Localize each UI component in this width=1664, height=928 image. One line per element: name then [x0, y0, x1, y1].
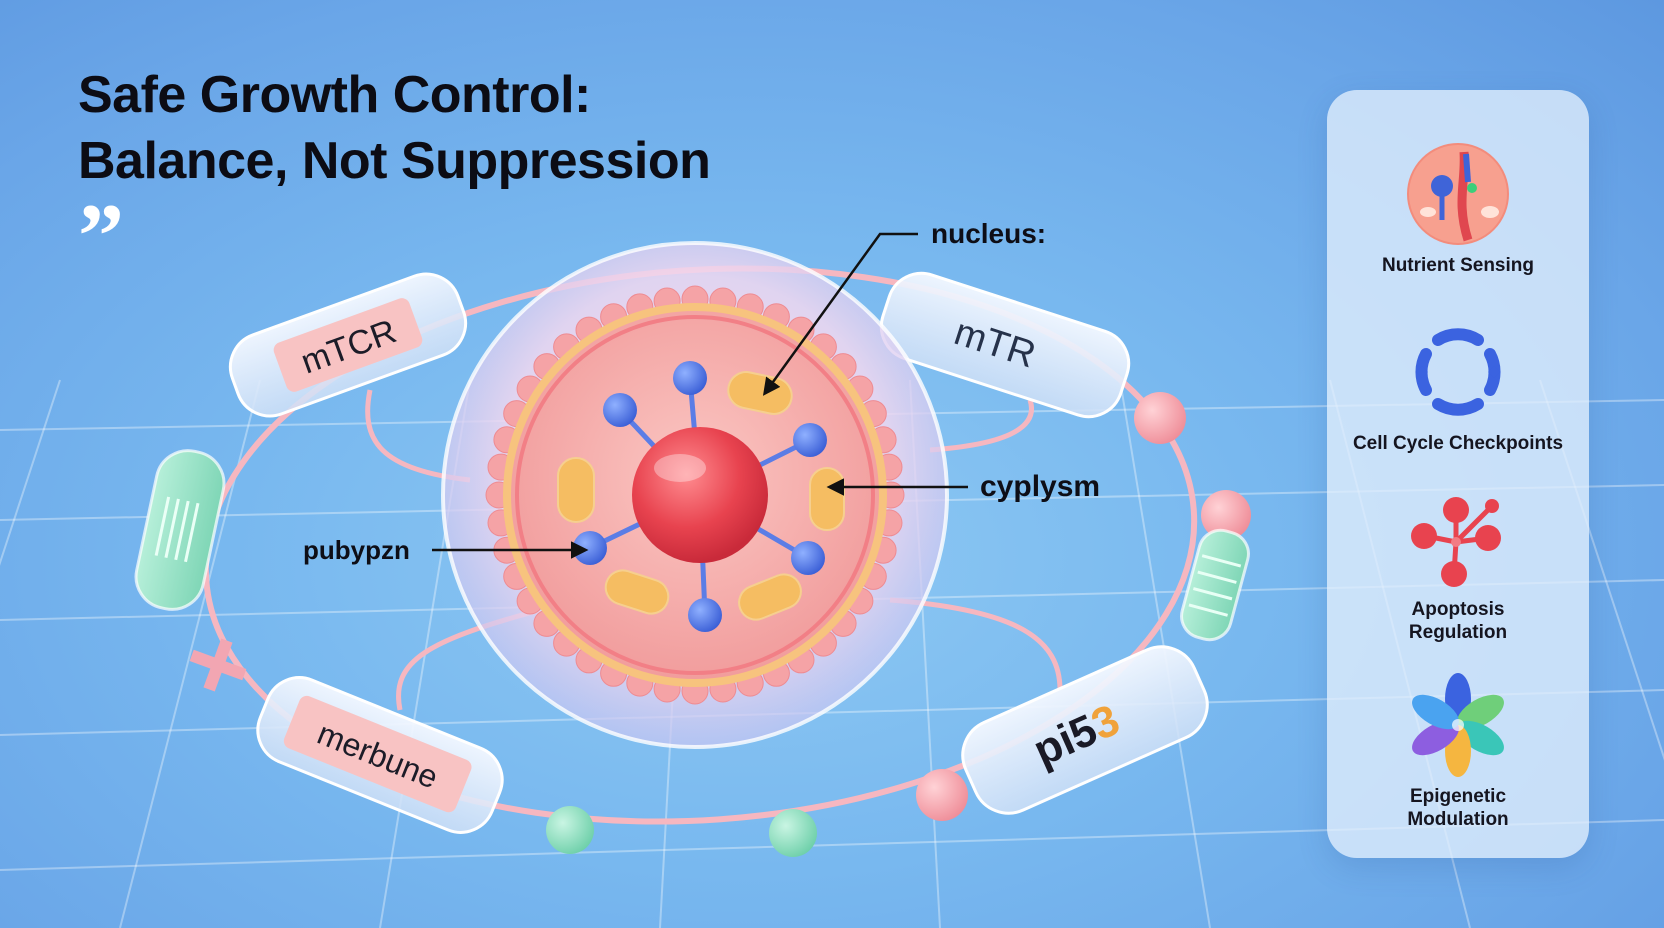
panel-item-nutrient-sensing: Nutrient Sensing — [1327, 142, 1589, 277]
panel-item-cell-cycle: Cell Cycle Checkpoints — [1327, 320, 1589, 455]
quote-mark: ” — [78, 185, 124, 287]
nucleus — [632, 427, 768, 563]
title-line-2: Balance, Not Suppression — [78, 132, 711, 190]
module-mtcr: mTCR — [228, 272, 468, 418]
pathway-beads — [189, 392, 1251, 857]
module-merbune: merbune — [256, 676, 504, 834]
callout-nucleus: nucleus: — [931, 218, 1047, 249]
module-mtr: mTR — [879, 271, 1131, 419]
epigenetic-flower-icon — [1412, 673, 1504, 777]
cycle-checkpoint-icon — [1415, 328, 1501, 416]
panel-label-cell-cycle: Cell Cycle Checkpoints — [1352, 433, 1564, 454]
panel-label-nutrient-sensing: Nutrient Sensing — [1381, 255, 1534, 276]
page-title: Safe Growth Control: Balance, Not Suppre… — [78, 62, 711, 194]
apoptosis-icon — [1411, 497, 1501, 587]
cell — [441, 241, 949, 749]
green-channel-left — [134, 449, 226, 611]
callout-arrows — [432, 232, 968, 559]
callout-cytoplasm: cyplysm — [980, 470, 1101, 503]
module-pi53: pi53 — [961, 645, 1209, 815]
mechanism-panel: Nutrient Sensing Cell Cycle Checkpoints — [1327, 90, 1589, 858]
organelles — [557, 371, 845, 621]
green-channel-right — [1180, 528, 1250, 642]
title-line-1: Safe Growth Control: — [78, 66, 591, 124]
callout-left: pubypzn — [303, 535, 410, 565]
signal-nodes — [573, 361, 827, 632]
nutrient-sensing-icon — [1407, 143, 1509, 245]
